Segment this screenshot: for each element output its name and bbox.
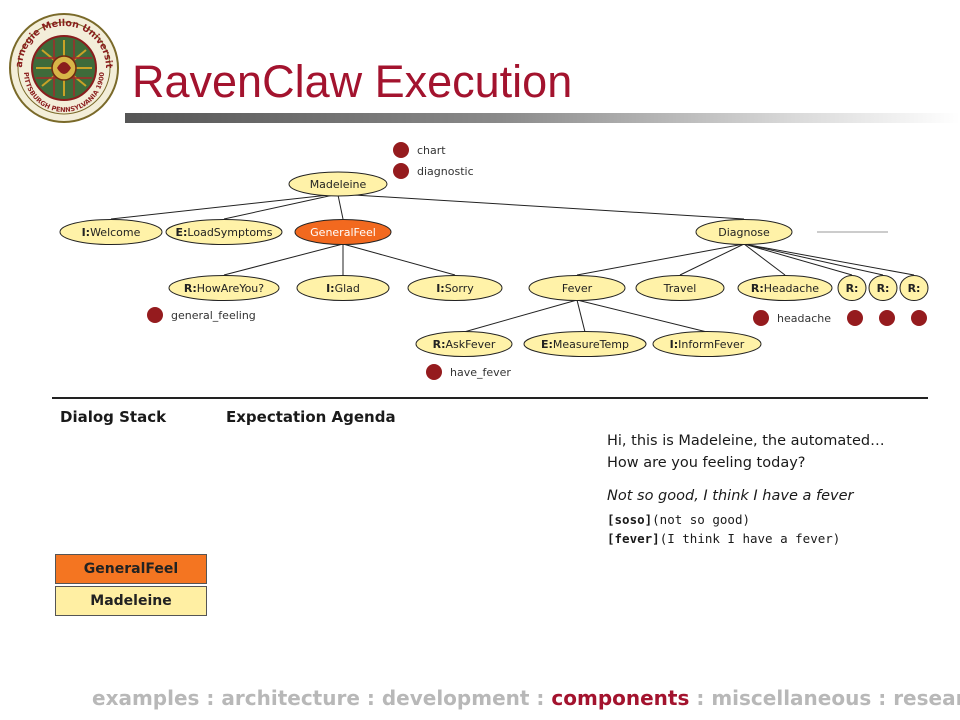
edge-fever-measuretemp (576, 299, 586, 333)
node-glad: I:Glad (296, 275, 390, 301)
node-generalfeel-active: GeneralFeel (294, 219, 392, 245)
svg-text:I:InformFever: I:InformFever (670, 338, 745, 351)
footer-link-examples[interactable]: examples (92, 686, 200, 710)
node-label: Madeleine (310, 178, 367, 191)
svg-text:Fever: Fever (562, 282, 593, 295)
edge-root-loadsymptoms (223, 193, 339, 220)
footer-sep: : (529, 686, 552, 710)
system-prompt: Hi, this is Madeleine, the automated… Ho… (607, 430, 885, 474)
concept-headache: headache (753, 310, 831, 326)
edge-root-diagnose (337, 193, 745, 220)
svg-text:Diagnose: Diagnose (718, 226, 770, 239)
section-divider (52, 397, 928, 399)
footer-link-architecture[interactable]: architecture (221, 686, 360, 710)
cmu-seal-logo: Carnegie Mellon University PITTSBURGH PE… (8, 12, 119, 123)
edge-fever-askfever (463, 299, 578, 333)
concept-dot-r1 (847, 310, 863, 326)
node-sorry: I:Sorry (407, 275, 503, 301)
node-r-2: R: (868, 275, 898, 301)
footer-link-development[interactable]: development (381, 686, 530, 710)
node-headache: R:Headache (737, 275, 833, 301)
system-line-2: How are you feeling today? (607, 455, 806, 471)
node-askfever: R:AskFever (415, 331, 513, 357)
svg-text:I:Welcome: I:Welcome (82, 226, 141, 239)
title-underline (125, 113, 960, 123)
node-welcome: I:Welcome (59, 219, 163, 245)
footer-link-miscellaneous[interactable]: miscellaneous (711, 686, 872, 710)
edge-generalfeel-sorry (342, 243, 456, 276)
node-madeleine: Madeleine (288, 171, 388, 197)
footer-sep: : (199, 686, 222, 710)
svg-text:have_fever: have_fever (450, 366, 511, 379)
edge-root-generalfeel (337, 194, 344, 220)
concept-chart: chart (393, 142, 446, 158)
footer-sep: : (689, 686, 712, 710)
svg-text:I:Sorry: I:Sorry (436, 282, 474, 295)
footer-link-components[interactable]: components (551, 686, 690, 710)
dialog-task-tree: Madeleine I:Welcome E:LoadSymptoms Gener… (59, 142, 929, 380)
concept-have-fever: have_fever (426, 364, 511, 380)
svg-text:I:Glad: I:Glad (326, 282, 360, 295)
svg-text:Travel: Travel (663, 282, 697, 295)
node-loadsymptoms: E:LoadSymptoms (165, 219, 283, 245)
svg-text:R:Headache: R:Headache (751, 282, 819, 295)
svg-text:R:: R: (877, 282, 890, 295)
edge-diagnose-r3 (743, 243, 915, 276)
svg-text:R:: R: (846, 282, 859, 295)
svg-text:R:: R: (908, 282, 921, 295)
dialog-stack-header: Dialog Stack (60, 408, 167, 426)
footer-sep: : (871, 686, 894, 710)
edge-fever-informfever (576, 299, 708, 333)
parse-line-soso: [soso](not so good) (607, 512, 750, 527)
edge-diagnose-r2 (743, 243, 884, 276)
node-r-3: R: (899, 275, 929, 301)
edge-generalfeel-howareyou (223, 243, 344, 276)
parse-results: [soso](not so good) [fever](I think I ha… (607, 510, 840, 548)
concept-general-feeling: general_feeling (147, 307, 256, 323)
svg-text:headache: headache (777, 312, 831, 325)
svg-text:diagnostic: diagnostic (417, 165, 474, 178)
svg-text:GeneralFeel: GeneralFeel (310, 226, 376, 239)
node-r-1: R: (837, 275, 867, 301)
node-howareyou: R:HowAreYou? (168, 275, 280, 301)
tree-edges (110, 193, 915, 333)
concept-dot-r2 (879, 310, 895, 326)
node-fever: Fever (528, 275, 626, 301)
stack-item-generalfeel: GeneralFeel (55, 554, 207, 584)
parse-line-fever: [fever](I think I have a fever) (607, 531, 841, 546)
system-line-1: Hi, this is Madeleine, the automated… (607, 433, 885, 449)
footer-link-research[interactable]: research (893, 686, 960, 710)
svg-text:E:MeasureTemp: E:MeasureTemp (541, 338, 629, 351)
slide-title: RavenClaw Execution (132, 56, 573, 107)
node-informfever: I:InformFever (652, 331, 762, 357)
edge-diagnose-travel (679, 243, 745, 276)
svg-text:R:AskFever: R:AskFever (433, 338, 496, 351)
user-utterance: Not so good, I think I have a fever (607, 488, 854, 504)
edge-diagnose-fever (576, 243, 745, 276)
footer-sep: : (359, 686, 382, 710)
concept-diagnostic: diagnostic (393, 163, 474, 179)
svg-text:E:LoadSymptoms: E:LoadSymptoms (176, 226, 273, 239)
footer-nav: examples : architecture : development : … (92, 686, 960, 710)
node-diagnose: Diagnose (695, 219, 793, 245)
svg-text:chart: chart (417, 144, 446, 157)
edge-diagnose-headache (743, 243, 786, 276)
expectation-agenda-header: Expectation Agenda (226, 408, 396, 426)
svg-text:R:HowAreYou?: R:HowAreYou? (184, 282, 264, 295)
node-measuretemp: E:MeasureTemp (523, 331, 647, 357)
stack-item-madeleine: Madeleine (55, 586, 207, 616)
svg-text:general_feeling: general_feeling (171, 309, 256, 322)
concept-dot-r3 (911, 310, 927, 326)
edge-root-welcome (110, 193, 339, 220)
edge-diagnose-r1 (743, 243, 853, 276)
node-travel: Travel (635, 275, 725, 301)
